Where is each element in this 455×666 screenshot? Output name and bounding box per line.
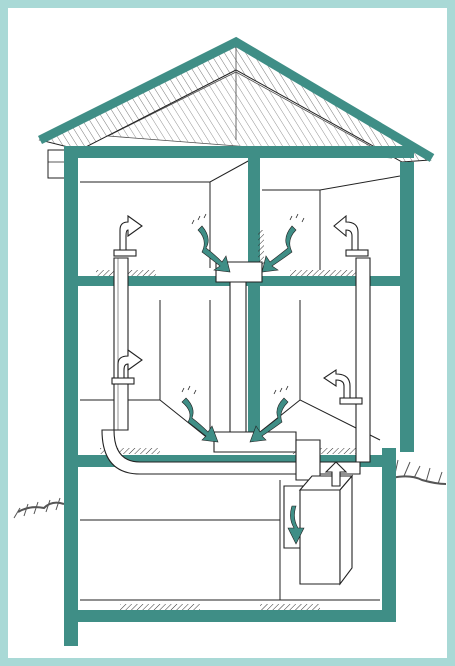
diagram-stage — [0, 0, 455, 666]
house-ductwork-diagram — [0, 0, 455, 666]
